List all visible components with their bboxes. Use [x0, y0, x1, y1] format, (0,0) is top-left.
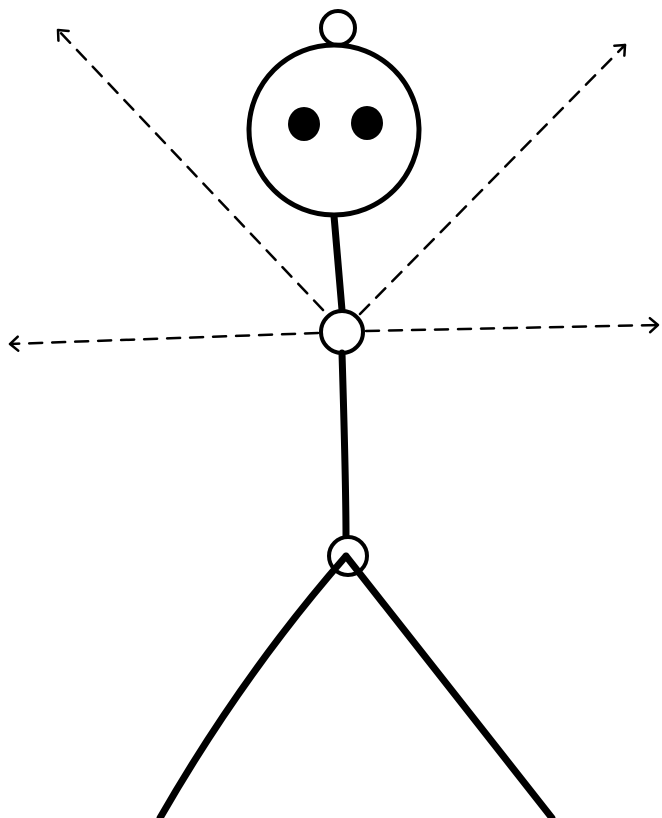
- torso: [342, 353, 346, 538]
- shoulder-joint: [321, 311, 363, 353]
- left-leg: [160, 556, 346, 818]
- top-joint: [321, 11, 355, 45]
- arrow-right: [366, 325, 658, 331]
- right-eye: [351, 106, 383, 140]
- figure-body: [160, 11, 552, 818]
- head: [249, 45, 419, 215]
- left-eye: [288, 107, 320, 141]
- right-leg: [346, 556, 552, 818]
- neck: [334, 216, 342, 310]
- arrow-left: [10, 333, 318, 344]
